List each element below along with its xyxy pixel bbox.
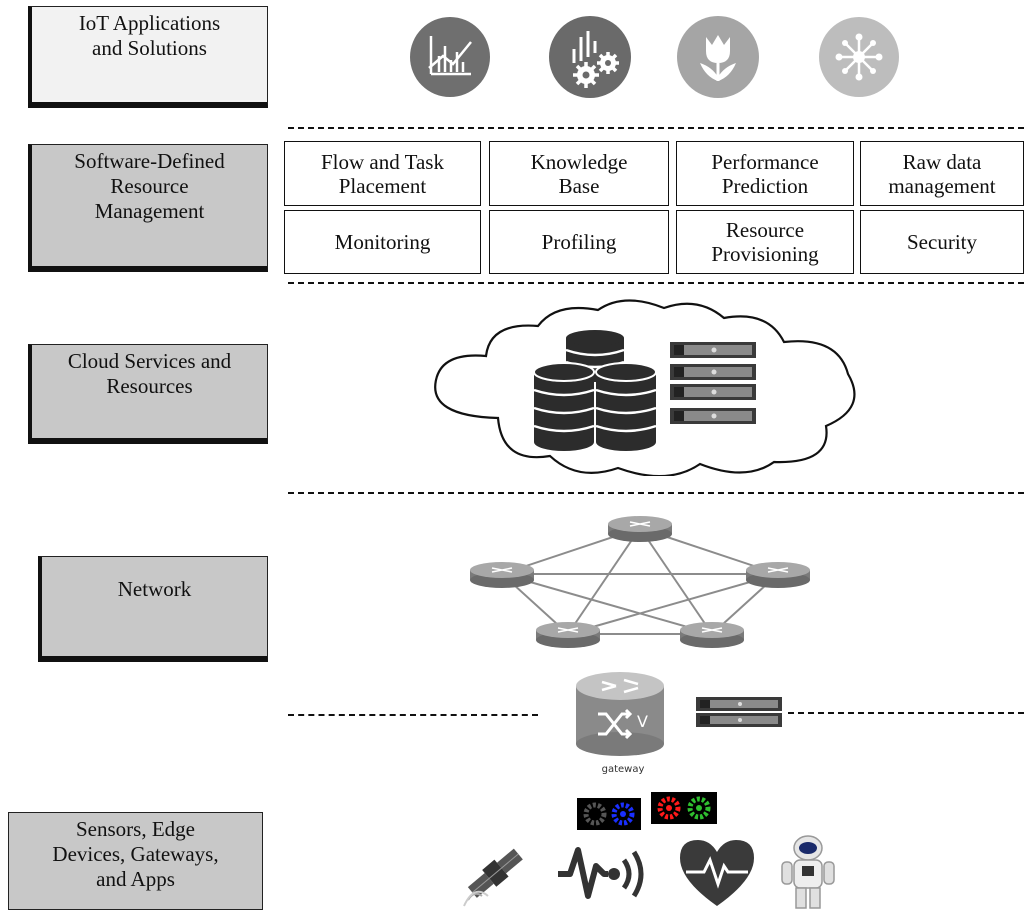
tulip-icon <box>676 15 760 99</box>
signal-sensor-icon <box>556 840 652 904</box>
gears-tile-dark-icon <box>577 798 641 830</box>
separator-network-left <box>288 714 538 716</box>
separator-apps <box>288 127 1024 129</box>
separator-sdrm <box>288 282 1024 284</box>
rm-resource-provisioning: Resource Provisioning <box>676 210 854 274</box>
layer-sensors-edge: Sensors, Edge Devices, Gateways, and App… <box>8 812 263 910</box>
rm-profiling: Profiling <box>489 210 669 274</box>
layer-iot-applications: IoT Applications and Solutions <box>28 6 268 108</box>
satellite-icon <box>460 838 532 910</box>
layer-cloud-label: Cloud Services and Resources <box>67 349 232 398</box>
layer-sdrm-label: Software-Defined Resource Management <box>74 149 225 223</box>
separator-network-right <box>788 712 1024 714</box>
rm-security: Security <box>860 210 1024 274</box>
edge-server-icon <box>696 697 782 729</box>
database-stack-icon <box>530 330 660 460</box>
heart-rate-icon <box>676 836 758 908</box>
network-hub-icon <box>818 16 900 98</box>
data-gears-icon <box>548 15 632 99</box>
gateway-label: gateway <box>601 764 645 775</box>
layer-sensors-label: Sensors, Edge Devices, Gateways, and App… <box>52 817 219 891</box>
separator-cloud <box>288 492 1024 494</box>
gears-tile-color-icon <box>651 792 717 824</box>
layer-software-defined-resource-management: Software-Defined Resource Management <box>28 144 268 272</box>
rm-raw-data-management: Raw data management <box>860 141 1024 206</box>
layer-network: Network <box>38 556 268 662</box>
rm-knowledge-base: Knowledge Base <box>489 141 669 206</box>
server-rack-icon <box>670 340 756 430</box>
rm-monitoring: Monitoring <box>284 210 481 274</box>
gateway-router-icon <box>572 668 668 760</box>
robot-icon <box>776 834 840 910</box>
layer-network-label: Network <box>117 577 192 601</box>
layer-iot-applications-label: IoT Applications and Solutions <box>78 11 221 60</box>
network-mesh-icon <box>460 510 820 660</box>
gateway-v-label: V <box>637 712 648 731</box>
analytics-chart-icon <box>409 16 491 98</box>
rm-performance-prediction: Performance Prediction <box>676 141 854 206</box>
layer-cloud-services: Cloud Services and Resources <box>28 344 268 444</box>
rm-flow-task-placement: Flow and Task Placement <box>284 141 481 206</box>
